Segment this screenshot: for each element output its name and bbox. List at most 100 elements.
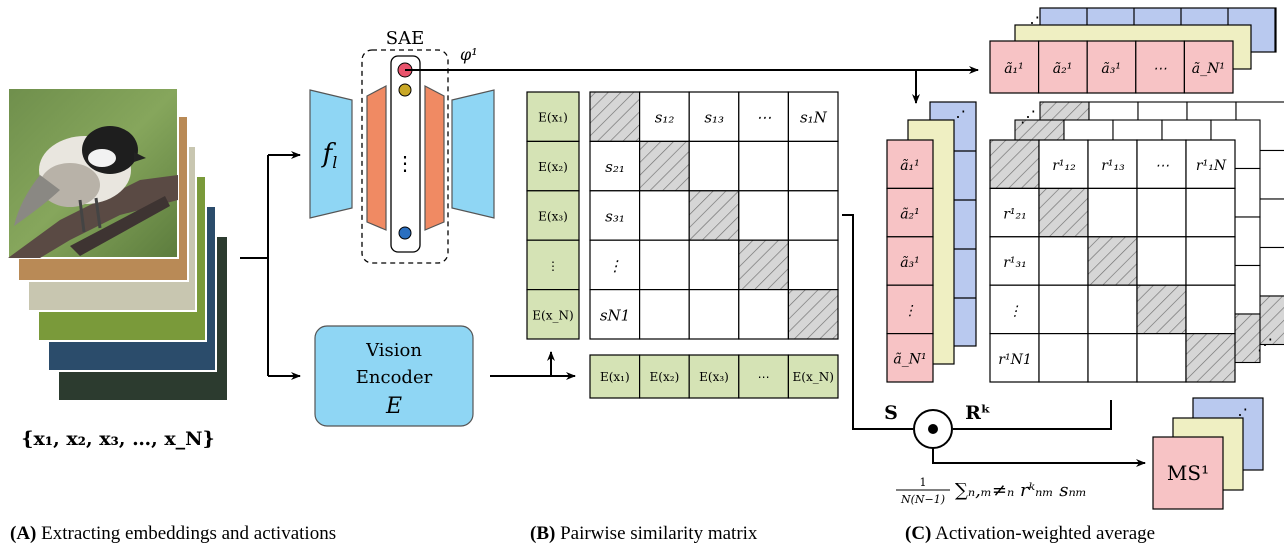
similarity-cell [738,91,789,143]
col-embedding-cell [526,239,580,291]
similarity-cell [787,91,839,143]
image-set-label: {x₁, x₂, x₃, …, x_N} [21,428,215,450]
phi-arrow [405,66,979,104]
r-matrix-cell [1038,139,1089,190]
similarity-cell [638,289,690,340]
r-matrix-cell [1038,284,1089,335]
col-embedding-label: ⋮ [547,259,559,273]
similarity-cell [787,239,839,291]
row-embedding-label: E(x_N) [793,370,834,384]
ms-card-1 [1152,436,1224,510]
formula-denominator: N(N−1) [900,493,945,506]
r-matrix-cell [1038,236,1089,286]
sae-latent-layer [390,55,421,253]
r-matrix-cell [1038,333,1089,383]
similarity-cell [589,289,641,340]
r-matrix-cell [1136,333,1187,383]
diagonal-cell [638,140,690,192]
diagonal-cell [738,239,789,291]
act-row-label: ⋯ [1153,61,1167,77]
r-matrix-cell [1136,187,1187,238]
act-col-label: ã₁¹ [900,158,920,174]
act-col-label: ã_N¹ [893,352,926,368]
r-matrix-cell [1185,236,1236,286]
similarity-label: ⋮ [608,257,623,275]
similarity-matrix: E(x₁)E(x₂)E(x₃)⋮E(x_N)E(x₁)E(x₂)E(x₃)⋯E(… [526,91,839,399]
r-matrix-cell [989,284,1040,335]
r-matrix-label: r¹₁₂ [1052,158,1076,174]
encoder-line1: Vision [365,340,422,361]
bird-photo [7,87,179,259]
act-col-cell [886,236,934,286]
similarity-cell [787,140,839,192]
encoder-line2: Encoder [356,367,433,388]
row-embedding-label: ⋯ [758,370,770,384]
act-col-label: ã₂¹ [900,206,920,222]
similarity-label: s₂₁ [605,158,625,176]
similarity-cell [638,239,690,291]
split-arrows [240,151,301,380]
encoder-arrows [490,351,576,380]
similarity-cell [738,140,789,192]
formula-numerator: 1 [920,476,927,489]
r-matrix-label: ⋯ [1155,158,1169,174]
similarity-cell [638,190,690,241]
col-embedding-cell [526,91,580,143]
row-embedding-cell [688,354,740,399]
latent-unit-n [398,226,412,240]
similarity-cell [589,140,641,192]
col-embedding-cell [526,140,580,192]
r-matrix-cell [1185,187,1236,238]
r-matrix-cell [989,236,1040,286]
similarity-cell [638,91,690,143]
similarity-label: s₁N [800,109,828,127]
diagonal-cell [589,91,641,143]
encoder-line3: E [385,394,402,419]
r-matrix-label: ⋮ [1008,303,1022,319]
act-row-label: ã₁¹ [1004,61,1024,77]
diagonal-cell [787,289,839,340]
r-matrix-label: r¹₃₁ [1003,255,1027,271]
r-stack-dots: ⋰ [1257,335,1273,354]
act-row-label: ã_N¹ [1192,61,1225,77]
r-matrix-cell [1185,139,1236,190]
caption-b: (B) Pairwise similarity matrix [530,523,757,545]
row-embedding-label: E(x₂) [650,370,680,384]
sae-decoder [424,85,445,231]
vision-encoder: Vision Encoder E [314,325,474,427]
r-matrix-cell [1087,333,1138,383]
similarity-label: sN1 [600,306,630,324]
r-diagonal-cell [1087,236,1138,286]
caption-b-text: Pairwise similarity matrix [555,523,758,544]
r-diagonal-cell [1185,333,1236,383]
r-matrix-cell [989,333,1040,383]
r-diagonal-cell [1038,187,1089,238]
similarity-cell [688,289,740,340]
col-embedding-label: E(x₁) [538,111,568,125]
r-matrix-cell [1136,236,1187,286]
similarity-label: s₁₂ [655,109,675,127]
col-embedding-cell [526,289,580,340]
r-matrix-label: r¹₁N [1196,158,1227,174]
r-matrix-cell [1087,187,1138,238]
s-connector [842,214,1112,430]
sae-label: SAE [386,28,424,49]
r-stack-dots: ⋰ [1020,107,1036,126]
act-col-label: ã₃¹ [900,255,920,271]
act-row-cell [1135,40,1186,94]
r-matrix-label: r¹N1 [998,352,1031,368]
formula: 1 N(N−1) ∑ₙ,ₘ≠ₙ rᵏₙₘ sₙₘ [896,476,1087,506]
similarity-cell [738,289,789,340]
latent-unit-2 [398,83,412,97]
hadamard-product [913,409,953,449]
row-embedding-label: E(x₁) [600,370,630,384]
caption-b-letter: (B) [530,523,556,544]
latent-dots: ⋮ [395,151,415,175]
col-embedding-cell [526,190,580,241]
fl-output-block [451,89,495,219]
similarity-cell [738,190,789,241]
act-row-label: ã₃¹ [1101,61,1121,77]
act-row-cell [1183,40,1234,94]
